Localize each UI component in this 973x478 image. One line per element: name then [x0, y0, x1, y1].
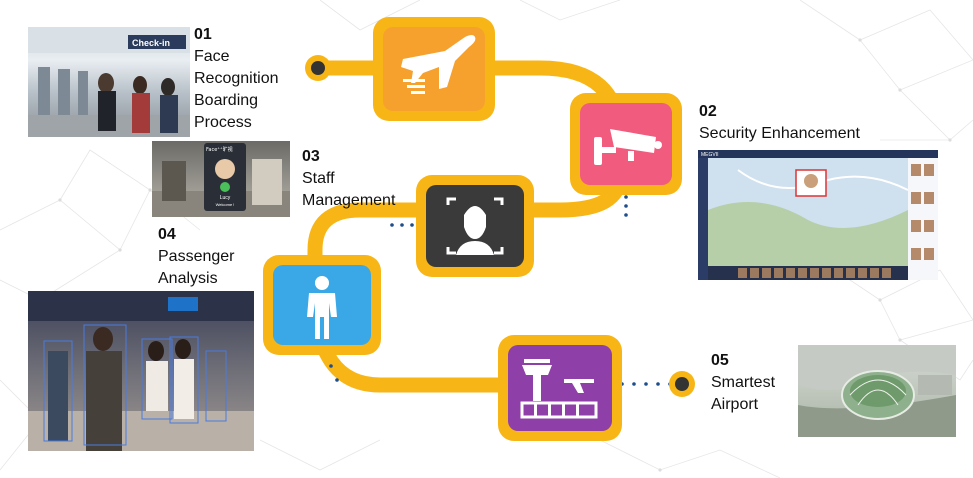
security-dashboard-screenshot: MEGVII: [698, 150, 938, 280]
airplane-icon: [401, 35, 476, 94]
security-camera-icon: [594, 129, 662, 165]
step-text-line: Airport: [711, 396, 759, 413]
step-text-line: Staff: [302, 170, 335, 187]
smart-airport-aerial-photo: [798, 345, 956, 437]
people-figures: [98, 73, 178, 133]
airport-tower-icon: [520, 359, 598, 419]
tile-staff-management: [416, 175, 534, 277]
step-text-line: Passenger: [158, 248, 235, 265]
tile-face-recognition-boarding: [373, 17, 495, 121]
passenger-analysis-photo: [28, 291, 254, 451]
step-02-label: 02 Security Enhancement: [699, 101, 860, 145]
step-01-label: 01 Face Recognition Boarding Process: [194, 24, 279, 134]
tile-passenger-analysis: [263, 255, 381, 355]
step-number: 02: [699, 103, 717, 120]
tile-security-enhancement: [570, 93, 682, 195]
step-05-label: 05 Smartest Airport: [711, 350, 775, 416]
step-text-line: Boarding: [194, 92, 259, 109]
step-text-line: Security Enhancement: [699, 125, 860, 142]
detection-boxes: [43, 324, 227, 446]
person-icon: [307, 276, 337, 339]
terminal-name: Lucy: [220, 195, 231, 201]
terminal-brand: Face⁺⁺旷视: [206, 146, 233, 153]
step-text-line: Analysis: [158, 270, 218, 287]
step-text-line: Recognition: [194, 70, 279, 87]
checkin-sign: Check-in: [132, 38, 170, 48]
staff-terminal-photo: Face⁺⁺旷视 Lucy Welcome !: [152, 141, 290, 217]
dashboard-brand: MEGVII: [701, 152, 719, 158]
step-text-line: Management: [302, 192, 396, 209]
step-text-line: Process: [194, 114, 252, 131]
step-text-line: Face: [194, 48, 230, 65]
step-text-line: Smartest: [711, 374, 776, 391]
step-number: 03: [302, 148, 320, 165]
people-figures: [48, 327, 194, 451]
checkin-hall-photo: Check-in: [28, 27, 190, 137]
step-number: 05: [711, 352, 729, 369]
step-number: 04: [158, 226, 176, 243]
step-04-label: 04 Passenger Analysis: [158, 224, 235, 290]
face-scan-icon: [446, 197, 504, 255]
step-number: 01: [194, 26, 212, 43]
tile-smartest-airport: [498, 335, 622, 441]
step-03-label: 03 Staff Management: [302, 146, 395, 212]
terminal-message: Welcome !: [216, 202, 235, 207]
dotted-connectors: [323, 195, 672, 386]
